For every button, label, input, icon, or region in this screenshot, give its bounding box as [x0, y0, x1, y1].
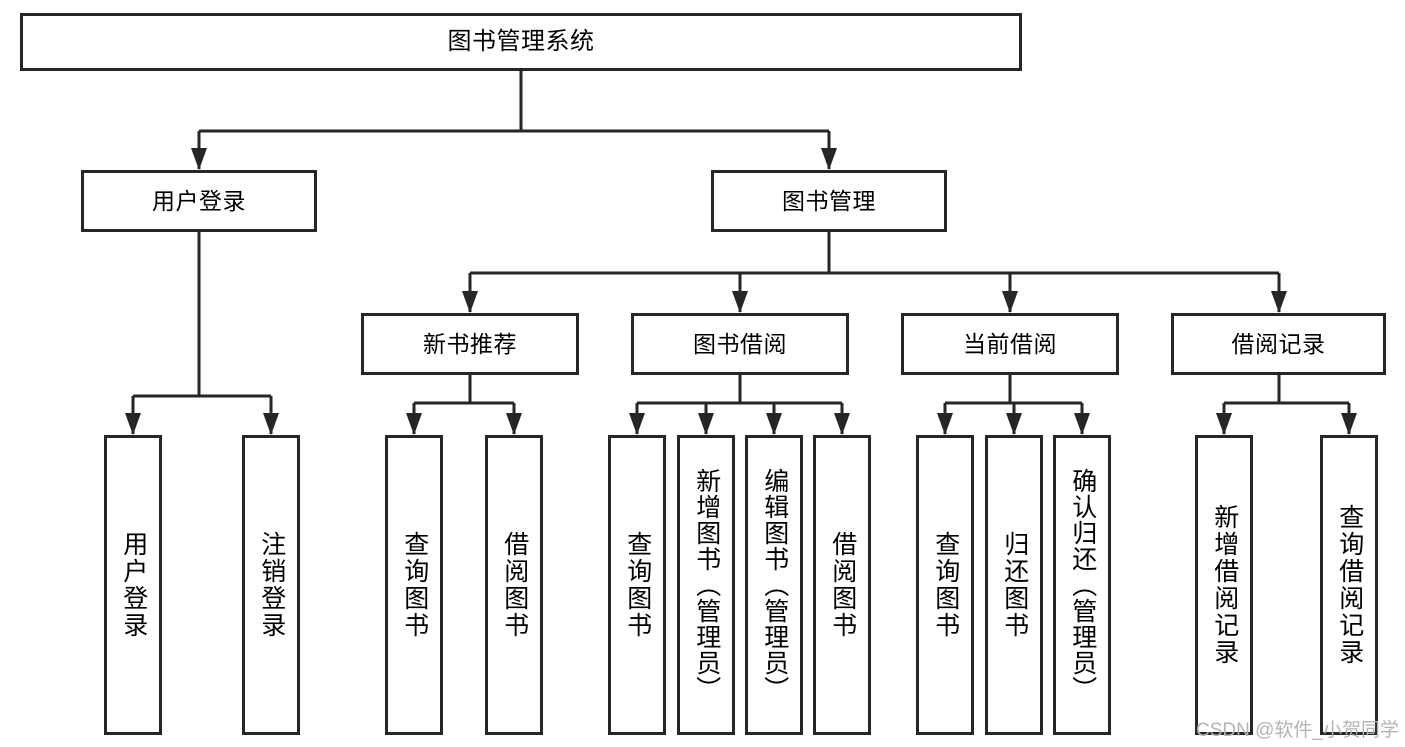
leaf-user-login-label: 用户登录 [119, 531, 148, 639]
node-borrow-record-label: 借阅记录 [1231, 330, 1326, 357]
leaf-borrow-book-2[interactable]: 借阅图书 [813, 435, 871, 735]
leaf-return-book-label: 归还图书 [1000, 531, 1029, 639]
leaf-query-borrow-record[interactable]: 查询借阅记录 [1320, 435, 1378, 735]
leaf-query-book-2-label: 查询图书 [623, 531, 652, 639]
node-book-manage-label: 图书管理 [782, 187, 876, 214]
leaf-edit-book-label: 编辑图书（管理员） [760, 468, 789, 702]
leaf-confirm-return-label: 确认归还（管理员） [1068, 468, 1097, 702]
leaf-return-book[interactable]: 归还图书 [985, 435, 1043, 735]
leaf-query-book-3[interactable]: 查询图书 [916, 435, 974, 735]
leaf-borrow-book-2-label: 借阅图书 [828, 531, 857, 639]
node-root[interactable]: 图书管理系统 [20, 13, 1022, 71]
leaf-confirm-return[interactable]: 确认归还（管理员） [1053, 435, 1111, 735]
leaf-query-book-1[interactable]: 查询图书 [385, 435, 443, 735]
node-user-login[interactable]: 用户登录 [81, 170, 317, 232]
leaf-add-book[interactable]: 新增图书（管理员） [677, 435, 735, 735]
leaf-query-borrow-record-label: 查询借阅记录 [1335, 504, 1364, 666]
node-current-borrow-label: 当前借阅 [963, 330, 1057, 357]
leaf-add-book-label: 新增图书（管理员） [692, 468, 721, 702]
leaf-logout-label: 注销登录 [257, 531, 286, 639]
leaf-add-borrow-record-label: 新增借阅记录 [1210, 504, 1239, 666]
node-user-login-label: 用户登录 [152, 187, 246, 214]
node-new-book-recommend-label: 新书推荐 [423, 330, 517, 357]
leaf-user-login[interactable]: 用户登录 [104, 435, 162, 735]
leaf-borrow-book-1[interactable]: 借阅图书 [485, 435, 543, 735]
node-book-borrow-label: 图书借阅 [693, 330, 787, 357]
node-book-manage[interactable]: 图书管理 [711, 170, 947, 232]
leaf-logout[interactable]: 注销登录 [242, 435, 300, 735]
leaf-add-borrow-record[interactable]: 新增借阅记录 [1195, 435, 1253, 735]
leaf-borrow-book-1-label: 借阅图书 [500, 531, 529, 639]
node-current-borrow[interactable]: 当前借阅 [901, 313, 1119, 375]
node-borrow-record[interactable]: 借阅记录 [1171, 313, 1386, 375]
leaf-query-book-3-label: 查询图书 [931, 531, 960, 639]
node-new-book-recommend[interactable]: 新书推荐 [361, 313, 579, 375]
csdn-watermark: CSDN @软件_小贺同学 [1196, 720, 1399, 741]
node-root-label: 图书管理系统 [447, 28, 595, 56]
leaf-query-book-1-label: 查询图书 [400, 531, 429, 639]
node-book-borrow[interactable]: 图书借阅 [631, 313, 849, 375]
leaf-query-book-2[interactable]: 查询图书 [608, 435, 666, 735]
leaf-edit-book[interactable]: 编辑图书（管理员） [745, 435, 803, 735]
